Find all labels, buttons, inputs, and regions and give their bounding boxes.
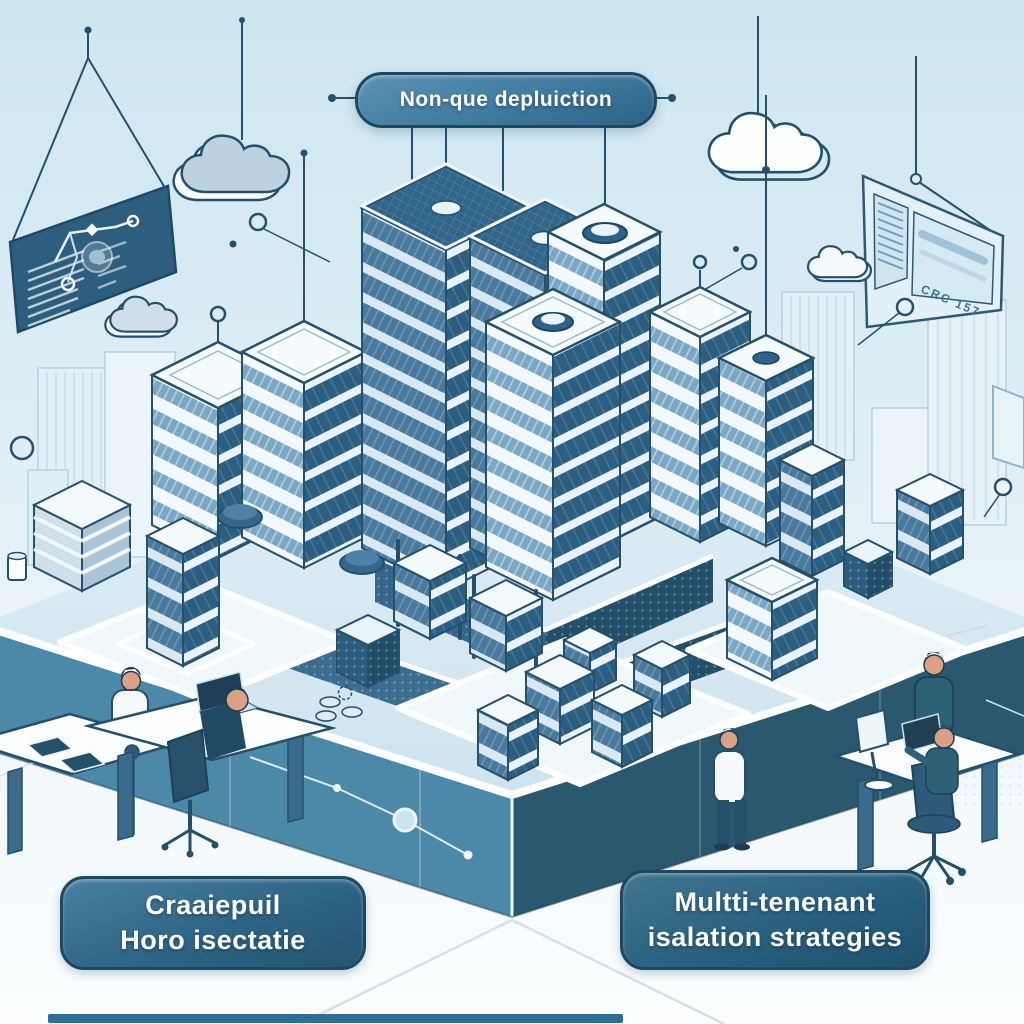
person-standing xyxy=(713,728,750,851)
person-sitting xyxy=(902,724,966,886)
left-desk-scene xyxy=(0,666,337,858)
banner-line: Multti-tenenant xyxy=(674,886,876,917)
office-tower xyxy=(724,556,820,682)
server-tower xyxy=(144,516,222,668)
office-tower xyxy=(716,333,816,548)
office-chair-icon xyxy=(907,814,961,834)
server-rack-icon xyxy=(475,625,693,782)
server-cube xyxy=(334,613,402,689)
right-desk-scene xyxy=(831,652,1023,886)
edge-frame xyxy=(983,384,1024,518)
top-banner: Non-que depluiction xyxy=(355,72,657,128)
office-tower xyxy=(777,442,847,578)
coin-icon xyxy=(315,685,363,722)
banner-line: Horo isectatie xyxy=(120,925,306,955)
banner-line: Craaiepuil xyxy=(145,889,281,920)
desk xyxy=(0,712,180,855)
bottom-left-banner: Craaiepuil Horo isectatie xyxy=(60,876,366,970)
platform-button xyxy=(217,504,385,575)
bottom-strip xyxy=(48,1014,623,1023)
analytics-board-icon xyxy=(8,26,178,334)
office-tower xyxy=(239,319,369,570)
ring-node xyxy=(9,435,35,461)
top-banner-label: Non-que depluiction xyxy=(399,88,613,111)
bottom-right-banner: Multti-tenenant isalation strategies xyxy=(620,870,930,970)
server-box xyxy=(841,538,895,600)
server-rack-icon xyxy=(467,574,545,673)
server-rack-icon xyxy=(391,539,469,641)
office-tower xyxy=(483,287,623,602)
banner-line: isalation strategies xyxy=(647,922,903,952)
document-stack xyxy=(31,479,133,593)
mug-icon xyxy=(7,551,27,581)
tablet-icon xyxy=(58,751,106,773)
monitor-icon xyxy=(854,708,894,791)
tablet-icon xyxy=(26,736,74,758)
hanging-board-icon: CRC 157 xyxy=(861,56,1005,329)
server-tower xyxy=(894,472,966,576)
person-sitting xyxy=(161,687,249,858)
